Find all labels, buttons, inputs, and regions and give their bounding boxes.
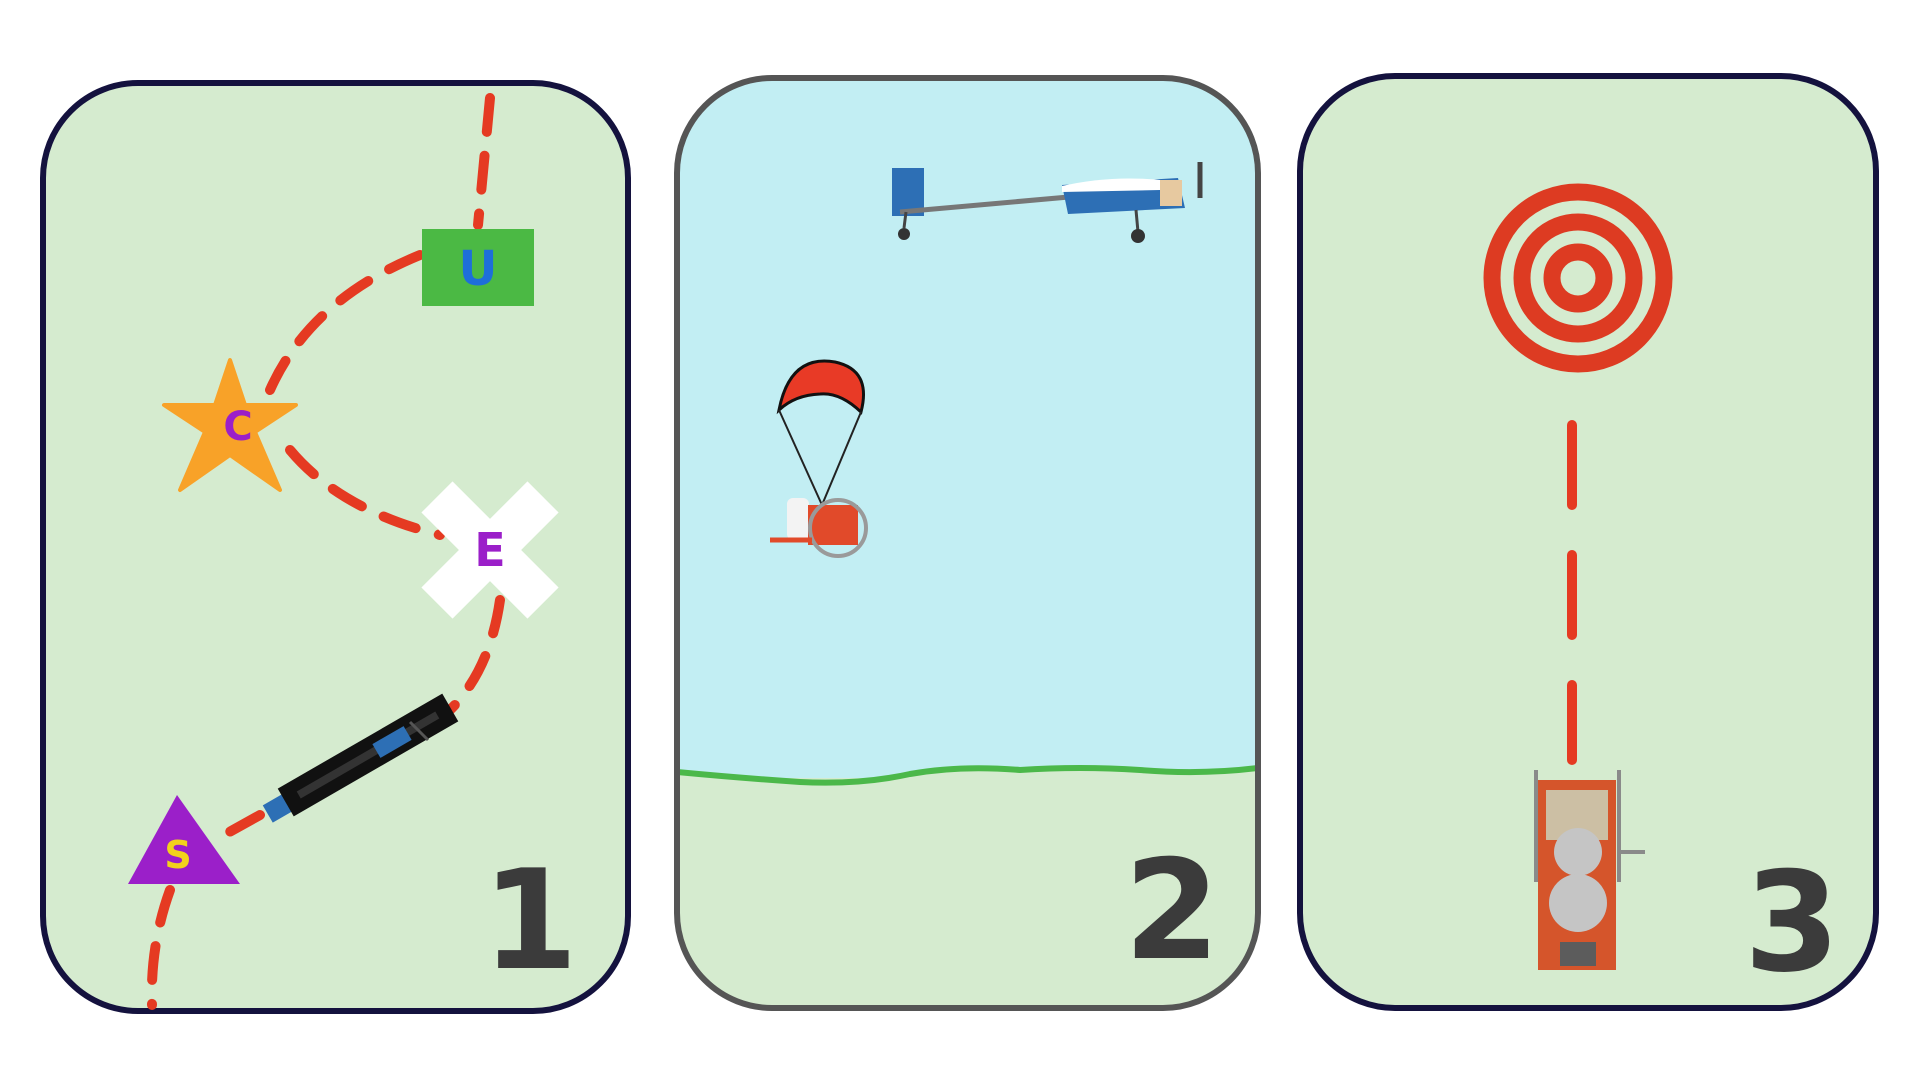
panel-3-background (1297, 73, 1879, 1011)
rover-top-view-icon (1534, 770, 1645, 970)
waypoint-u-marker: U (422, 229, 534, 306)
panel-1: U C E S (40, 80, 631, 1014)
waypoint-u-letter: U (459, 241, 498, 297)
panel-2: 2 (674, 75, 1261, 1011)
ground-area (677, 768, 1258, 1008)
green-square-icon (422, 229, 534, 306)
panel-2-border (674, 75, 1261, 1011)
path-segment-top (473, 93, 495, 230)
waypoint-c-marker: C (162, 358, 298, 492)
orange-star-icon (162, 358, 298, 492)
panel-3: 3 (1297, 73, 1879, 1011)
flight-path (146, 93, 505, 1010)
path-segment-e-to-plane (445, 595, 505, 715)
grass-horizon-line (677, 765, 1258, 786)
parachute-payload-icon (770, 359, 868, 558)
waypoint-e-letter: E (474, 523, 505, 577)
waypoint-s-marker: S (128, 795, 240, 884)
path-segment-plane-to-s (210, 810, 265, 845)
waypoint-c-letter: C (223, 404, 252, 450)
path-segment-s-to-bottom (146, 885, 175, 1010)
purple-triangle-icon (128, 795, 240, 884)
path-segment-u-to-c (265, 250, 425, 395)
airplane-side-view-icon (892, 162, 1203, 243)
panel-3-number: 3 (1744, 842, 1840, 1003)
panel-1-number: 1 (482, 840, 578, 1001)
waypoint-e-marker: E (421, 481, 559, 619)
path-segment-c-to-e (285, 445, 445, 540)
airplane-top-view-icon (262, 693, 459, 823)
waypoint-s-letter: S (164, 833, 191, 877)
bullseye-target-icon (1483, 183, 1673, 373)
panel-1-background (40, 80, 631, 1014)
panel-2-number: 2 (1124, 830, 1220, 991)
white-x-icon (421, 481, 559, 619)
